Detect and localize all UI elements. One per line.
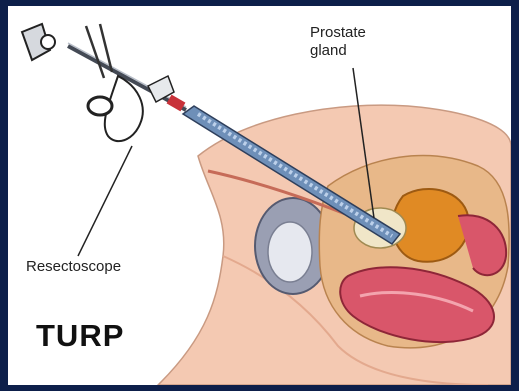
testis [268, 222, 312, 282]
finger-loop [88, 97, 112, 115]
prostate-gland-label: Prostate gland [310, 24, 366, 60]
resectoscope-leader-line [78, 146, 132, 256]
resectoscope-label: Resectoscope [26, 258, 121, 275]
prostate-label-line2: gland [310, 42, 366, 60]
diagram-frame: Prostate gland Resectoscope TURP [8, 6, 511, 385]
prostate-label-line1: Prostate [310, 24, 366, 42]
diagram-title: TURP [36, 318, 124, 354]
eyepiece-ring [41, 35, 55, 49]
